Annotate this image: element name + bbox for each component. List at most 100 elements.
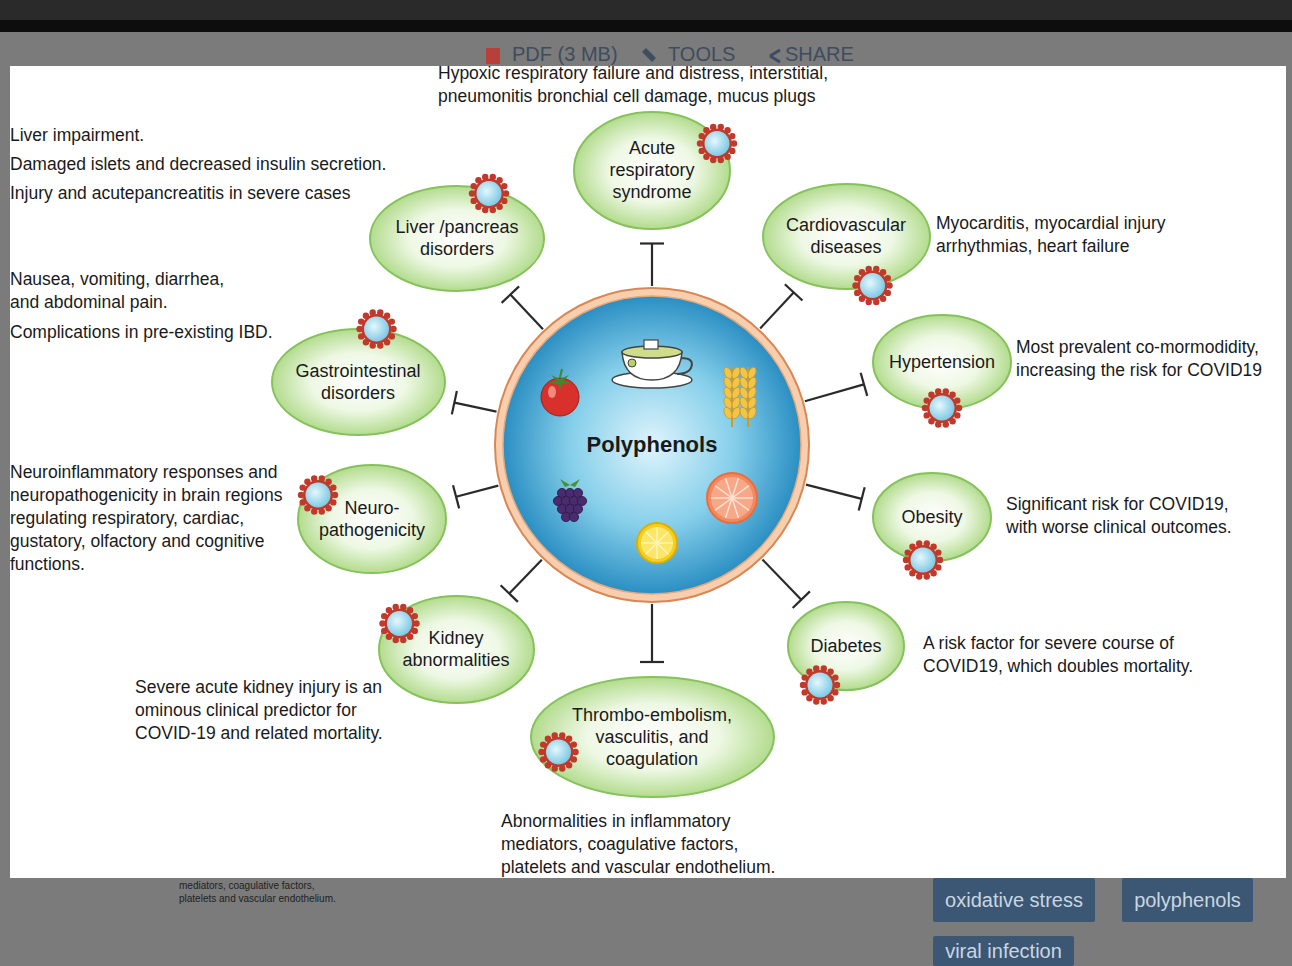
lemon-segment — [657, 532, 668, 543]
virus-core — [477, 181, 502, 206]
bar-head — [452, 391, 457, 414]
connector-line — [806, 485, 862, 499]
top-bar — [0, 0, 1292, 20]
ellipse-outline — [574, 112, 730, 229]
virus-icon — [379, 603, 419, 643]
virus-core — [364, 317, 389, 342]
inhibition-connector — [640, 244, 664, 287]
condition-ellipse: Kidney abnormalities — [378, 595, 535, 704]
node-label: Obesity — [901, 506, 962, 528]
center-title: Polyphenols — [587, 432, 718, 458]
bar-head — [453, 485, 459, 508]
node-label: Acute respiratory syndrome — [596, 137, 708, 203]
share-icon — [770, 50, 780, 62]
annotation-text: Abnormalities in inflammatory mediators,… — [501, 810, 807, 879]
wheat-grain — [746, 406, 757, 420]
lemon-segment — [656, 543, 657, 559]
lemon-segment — [656, 527, 657, 543]
annotation-text: Complications in pre-existing IBD. — [10, 321, 310, 344]
node-label: Hypertension — [889, 351, 995, 373]
condition-ellipse: Diabetes — [787, 601, 905, 691]
tools-icon — [642, 48, 656, 62]
tomato-stem — [560, 369, 562, 377]
condition-ellipse: Cardiovascular diseases — [762, 183, 931, 290]
bar-head — [785, 284, 803, 300]
node-shape — [297, 464, 447, 574]
annotation-text: Damaged islets and decreased insulin sec… — [10, 153, 440, 176]
virus-icon — [903, 540, 943, 580]
toolbar-label: TOOLS — [668, 42, 758, 66]
inhibition-connector — [760, 284, 802, 328]
virus-core — [808, 673, 833, 698]
virus-shell — [543, 737, 573, 767]
lemon-segment — [657, 542, 673, 543]
lemon-segment — [646, 532, 657, 543]
hub-ring — [495, 288, 809, 602]
virus-shell — [361, 314, 391, 344]
node-label: Thrombo-embolism, vasculitis, and coagul… — [561, 704, 743, 770]
virus-shell — [908, 545, 938, 575]
node-label: Neuro- pathogenicity — [312, 497, 432, 541]
annotation-text: Myocarditis, myocardial injury arrhythmi… — [936, 212, 1200, 258]
node-label: Gastrointestinal disorders — [287, 360, 429, 404]
virus-icon — [356, 309, 396, 349]
condition-ellipse: Acute respiratory syndrome — [573, 111, 731, 230]
virus-shell — [384, 608, 414, 638]
condition-ellipse: Neuro- pathogenicity — [297, 464, 447, 574]
ellipse-outline — [788, 602, 904, 690]
connector-line — [454, 403, 496, 412]
connector-line — [805, 384, 864, 401]
inhibition-connector — [640, 604, 664, 662]
virus-icon — [298, 475, 338, 515]
virus-icon — [697, 123, 737, 163]
lemon-rind — [637, 523, 677, 563]
wheat-icon — [722, 366, 757, 427]
keyword-tag: viral infection — [933, 936, 1074, 966]
node-label: Liver /pancreas disorders — [386, 216, 528, 260]
node-shape — [369, 185, 545, 292]
connector-line — [651, 604, 653, 662]
blackberry-icon — [553, 479, 586, 522]
annotation-text: A risk factor for severe course of COVID… — [923, 632, 1229, 678]
hub-fill — [503, 296, 801, 594]
grapefruit-segment — [732, 486, 749, 498]
node-shape — [271, 328, 446, 436]
tomato-icon — [541, 369, 579, 416]
tea-bag — [628, 359, 636, 367]
grapefruit-segment — [732, 498, 738, 518]
virus-core — [911, 548, 936, 573]
annotation-text: Nausea, vomiting, diarrhea, and abdomina… — [10, 268, 252, 314]
bar-head — [861, 373, 868, 396]
inhibition-connector — [452, 391, 497, 414]
tea-cup-icon — [612, 340, 692, 388]
node-shape — [762, 183, 931, 290]
berry-drupelet — [569, 512, 578, 521]
node-label: Cardiovascular diseases — [778, 214, 914, 258]
virus-shell — [702, 128, 732, 158]
ellipse-outline — [763, 184, 930, 289]
lemon-flesh — [641, 527, 673, 559]
condition-ellipse: Thrombo-embolism, vasculitis, and coagul… — [530, 676, 775, 798]
virus-core — [387, 611, 412, 636]
connector-line — [510, 295, 543, 330]
bar-head — [501, 585, 518, 602]
virus-shell — [303, 480, 333, 510]
grapefruit-segment — [726, 478, 732, 498]
ellipse-outline — [379, 596, 534, 703]
virus-icon — [922, 388, 962, 428]
cup-handle — [677, 358, 692, 374]
condition-ellipse: Hypertension — [872, 314, 1012, 410]
top-bar — [0, 20, 1292, 32]
virus-core — [930, 396, 955, 421]
grapefruit-segment — [732, 497, 753, 499]
virus-shell — [857, 270, 887, 300]
tomato-shine — [548, 386, 556, 398]
pdf-icon — [486, 48, 500, 64]
ellipse-outline — [873, 473, 991, 561]
bar-head — [859, 487, 865, 510]
inhibition-connector — [502, 286, 543, 329]
annotation-text: Hypoxic respiratory failure and distress… — [438, 62, 874, 108]
virus-core — [860, 273, 885, 298]
virus-core — [705, 131, 730, 156]
virus-shell — [474, 178, 504, 208]
